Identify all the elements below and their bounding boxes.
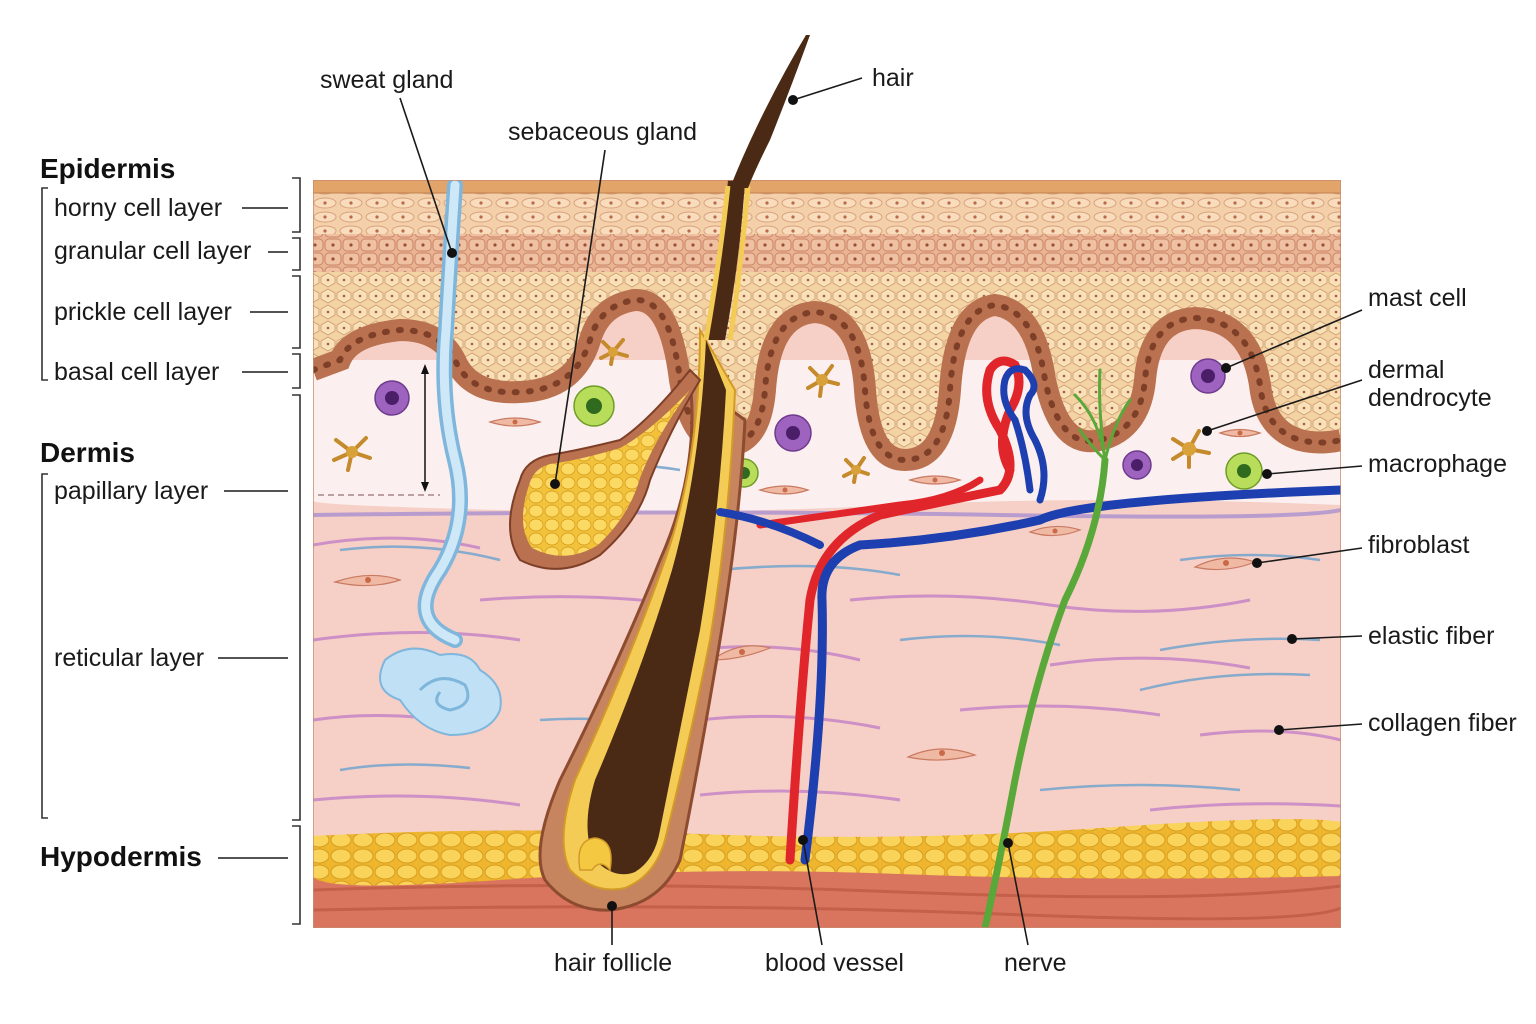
label-sebaceous-gland: sebaceous gland [508, 118, 697, 146]
sebaceous-gland [509, 368, 702, 570]
heading-dermis: Dermis [40, 437, 135, 468]
label-basal-cell-layer: basal cell layer [54, 358, 219, 386]
label-dermal-dendrocyte-line2: dendrocyte [1368, 384, 1492, 412]
heading-hypodermis: Hypodermis [40, 841, 202, 872]
horny-bracket [292, 177, 301, 233]
sweat-gland [379, 180, 502, 737]
prickle-bracket [292, 275, 301, 349]
hypodermis-bracket [292, 825, 301, 925]
hair-shaft-upper [730, 35, 810, 188]
granular-layer-region [313, 232, 1341, 272]
dermis-layers-bracket [292, 394, 301, 821]
dermis-bracket [41, 473, 48, 819]
skin-surface [313, 180, 1341, 194]
label-macrophage: macrophage [1368, 450, 1507, 478]
nerve [981, 368, 1132, 928]
label-papillary-layer: papillary layer [54, 477, 208, 505]
label-nerve: nerve [1004, 949, 1067, 977]
label-collagen-fiber: collagen fiber [1368, 709, 1517, 737]
label-fibroblast: fibroblast [1368, 531, 1469, 559]
label-blood-vessel: blood vessel [765, 949, 904, 977]
papillary-thickness-arrow [421, 364, 429, 492]
label-hair: hair [872, 64, 914, 92]
basal-bracket [292, 353, 301, 389]
mast-cells [374, 358, 1226, 480]
hair-shaft-lower [708, 180, 745, 340]
label-elastic-fiber: elastic fiber [1368, 622, 1494, 650]
tissue-panel [313, 180, 1341, 928]
label-prickle-cell-layer: prickle cell layer [54, 298, 232, 326]
heading-epidermis: Epidermis [40, 153, 175, 184]
label-granular-cell-layer: granular cell layer [54, 237, 251, 265]
prickle-layer-region [313, 230, 1341, 460]
label-sweat-gland: sweat gland [320, 66, 453, 94]
label-mast-cell: mast cell [1368, 284, 1467, 312]
granular-bracket [292, 237, 301, 271]
label-dermal-dendrocyte-line1: dermal [1368, 356, 1444, 384]
hair-follicle [538, 326, 747, 912]
label-reticular-layer: reticular layer [54, 644, 204, 672]
label-horny-cell-layer: horny cell layer [54, 194, 222, 222]
horny-layer-region [313, 192, 1341, 234]
label-hair-follicle: hair follicle [554, 949, 672, 977]
blood-vessels [716, 356, 1341, 865]
dermal-dendrocytes [332, 338, 1211, 484]
epidermis-bracket [41, 187, 48, 381]
